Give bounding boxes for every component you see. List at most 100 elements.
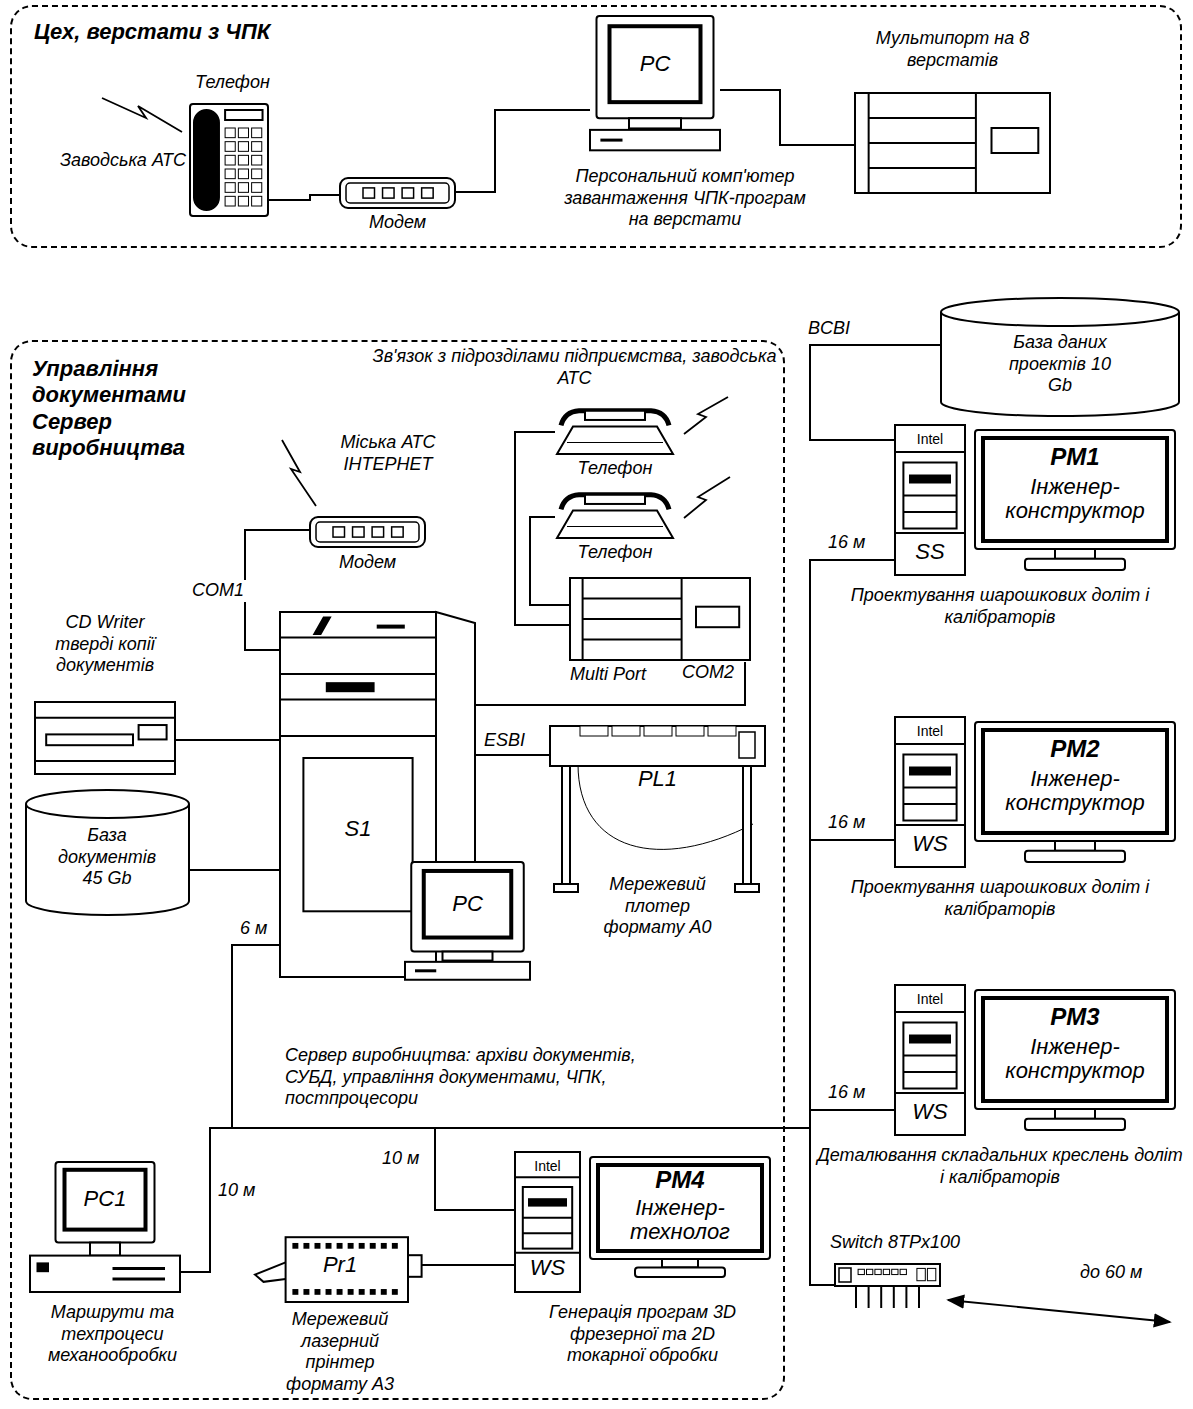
icon-shape (238, 142, 248, 152)
icon-shape (895, 532, 965, 534)
icon-shape (515, 1176, 580, 1178)
icon-shape (983, 438, 1167, 541)
telephone: Телефон (550, 408, 680, 482)
icon-shape (238, 155, 248, 165)
icon-shape (523, 1217, 572, 1219)
icon-shape (337, 1243, 343, 1249)
icon-shape (975, 722, 1175, 841)
network-switch: Switch 8TPx100 (830, 1232, 1000, 1312)
icon-shape (567, 442, 663, 443)
icon-shape (883, 1269, 889, 1274)
icon-shape (1055, 841, 1095, 851)
icon-shape (900, 1269, 906, 1274)
icon-shape (422, 188, 434, 198)
node-label: Intel (518, 1158, 577, 1175)
network-cable (455, 110, 590, 192)
icon-shape (708, 726, 736, 736)
icon-shape (895, 743, 965, 745)
node-label: CD Writer тверді копії документів (40, 612, 170, 677)
node-label: Модем (335, 212, 460, 234)
network-cable (720, 90, 855, 145)
node-label: РМ3 (985, 1003, 1165, 1032)
icon-shape (983, 730, 1167, 833)
annotation-label: Міська АТС ІНТЕРНЕТ (318, 432, 458, 475)
icon-shape (252, 183, 262, 193)
icon-shape (983, 998, 1167, 1101)
network-cable (232, 560, 895, 1128)
icon-shape (903, 1055, 956, 1057)
icon-shape (612, 726, 640, 736)
icon-shape (676, 726, 704, 736)
icon-shape (515, 1252, 580, 1254)
modem-symbol (340, 178, 455, 208)
icon-shape (35, 702, 175, 774)
icon-shape (392, 527, 404, 537)
icon-shape (424, 871, 512, 938)
icon-shape (903, 1023, 956, 1089)
icon-shape (662, 1259, 698, 1267)
node-label: Маршрути та техпроцеси механообробки (25, 1302, 200, 1367)
node-label: Switch 8TPx100 (830, 1232, 1000, 1254)
node-label: Intel (900, 991, 960, 1008)
icon-shape (839, 1268, 851, 1282)
icon-shape (26, 790, 189, 818)
network-cable (175, 739, 280, 741)
wsmon-symbol (590, 1157, 770, 1277)
icon-shape (415, 969, 436, 972)
node-label: Intel (900, 431, 960, 448)
edge-label: BCBI (806, 318, 852, 340)
icon-shape (225, 155, 235, 165)
edge-label: COM2 (680, 662, 736, 684)
network-cable (475, 662, 745, 705)
node-label: PC (600, 52, 710, 76)
phone-symbol (190, 104, 268, 216)
edge-label: 16 м (826, 532, 867, 554)
icon-shape (550, 726, 765, 766)
icon-shape (26, 804, 189, 915)
lightning-symbol (684, 397, 728, 434)
icon-shape (280, 673, 436, 675)
node-label: Модем (305, 552, 430, 574)
icon-shape (903, 463, 956, 529)
cd-writer: CD Writer тверді копії документів (30, 612, 180, 782)
range-arrow (948, 1300, 1170, 1322)
node-label: Телефон (550, 542, 680, 564)
icon-shape (895, 1092, 965, 1094)
icon-shape (975, 430, 1175, 549)
workstation: IntelWSРМ4Інженер-технологГенерація прог… (510, 1152, 775, 1397)
network-cable (232, 945, 835, 1285)
ws-symbol (895, 717, 965, 867)
node-label: Мережевий плотер формату А0 (585, 874, 730, 939)
node-label: Проектування шарошкових доліт і калібрат… (850, 585, 1150, 628)
edge-label: 10 м (380, 1148, 421, 1170)
node-label: Телефон (185, 72, 280, 94)
icon-shape (735, 884, 759, 892)
node-label: Pr1 (305, 1253, 375, 1277)
icon-shape (383, 188, 395, 198)
cd-symbol (35, 702, 175, 774)
icon-shape (359, 1243, 365, 1249)
icon-shape (869, 142, 976, 144)
icon-shape (903, 803, 956, 805)
icon-shape (895, 1011, 965, 1013)
icon-shape (554, 884, 578, 892)
icon-shape (580, 726, 608, 736)
icon-shape (835, 1264, 940, 1286)
icon-shape (583, 618, 682, 620)
icon-shape (286, 1237, 408, 1302)
icon-shape (252, 128, 262, 138)
icon-shape (523, 1232, 572, 1234)
node-label: РМ1 (985, 443, 1165, 472)
icon-shape (314, 617, 330, 633)
pcmon-symbol (405, 862, 530, 980)
node-label: PC1 (60, 1187, 150, 1211)
icon-shape (909, 767, 951, 776)
node-label: WS (518, 1256, 577, 1280)
plotter: PL1Мережевий плотер формату А0 (545, 722, 770, 957)
icon-shape (225, 128, 235, 138)
icon-shape (598, 1165, 762, 1251)
node-label: S1 (303, 817, 413, 841)
icon-shape (402, 188, 414, 198)
icon-shape (855, 1286, 857, 1308)
icon-shape (892, 1269, 898, 1274)
